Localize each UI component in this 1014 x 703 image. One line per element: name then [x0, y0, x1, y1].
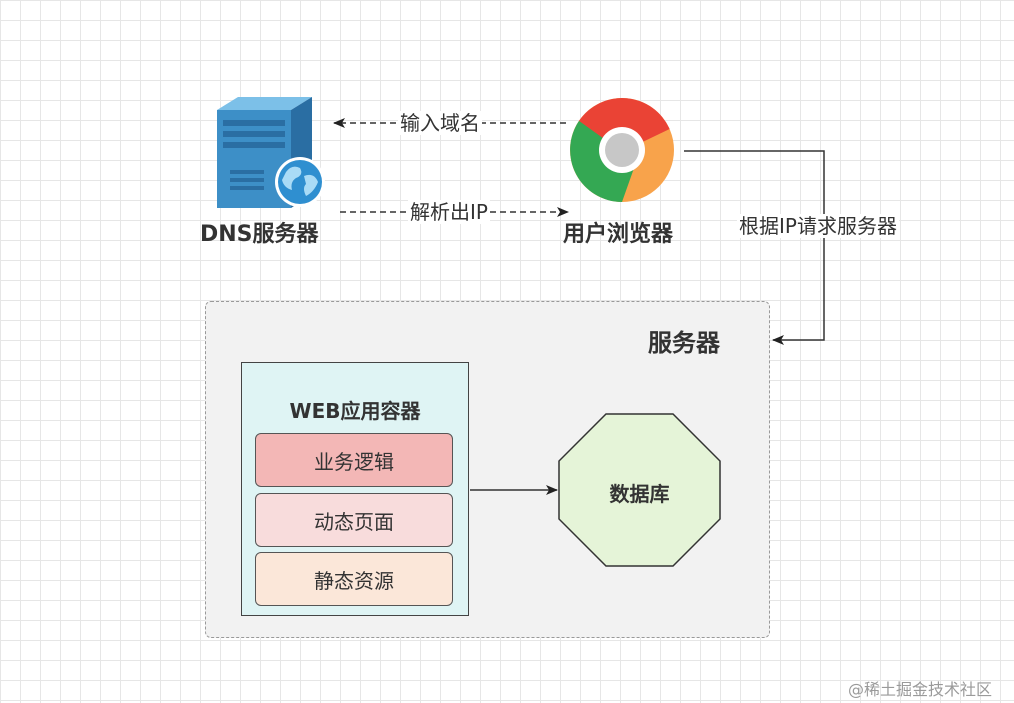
dns-server-label: DNS服务器: [200, 222, 319, 247]
watermark: @稀土掘金技术社区: [848, 680, 993, 699]
edge-request-server: [684, 150, 825, 345]
database-label: 数据库: [609, 482, 670, 506]
layer-static-resources: 静态资源: [255, 552, 453, 606]
server-group-title: 服务器: [648, 329, 720, 357]
server-globe-icon: [217, 97, 325, 208]
edge-label-request-server: 根据IP请求服务器: [737, 214, 899, 238]
browser-label: 用户浏览器: [563, 222, 674, 247]
edge-label-resolve-ip: 解析出IP: [408, 200, 490, 224]
database-octagon: [558, 413, 721, 567]
chrome-browser-icon: [570, 98, 674, 202]
layer-business-logic: 业务逻辑: [255, 433, 453, 487]
layer-dynamic-pages: 动态页面: [255, 493, 453, 547]
edge-label-input-domain: 输入域名: [398, 111, 482, 135]
web-container-title: WEB应用容器: [289, 399, 421, 423]
